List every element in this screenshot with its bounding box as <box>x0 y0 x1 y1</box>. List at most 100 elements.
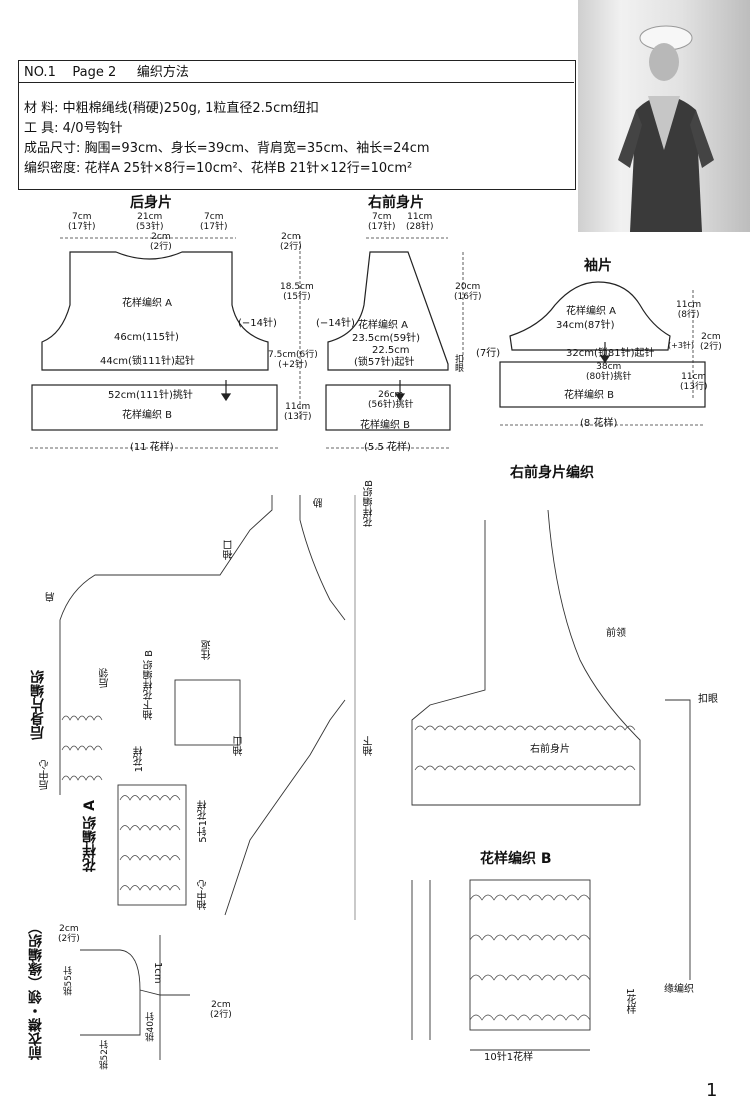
page-number: 1 <box>706 1080 718 1101</box>
front-width-23-5: 23.5cm(59针) <box>352 333 421 344</box>
material-row: 材 料: 中粗棉绳线(稍硬)250g, 1粒直径2.5cm纽扣 <box>24 100 319 118</box>
sleeve-11cm-b: 11cm(13行) <box>680 372 708 392</box>
tool-value: 4/0号钩针 <box>62 121 123 136</box>
size-value: 胸围=93cm、身长=39cm、背肩宽=35cm、袖长=24cm <box>84 141 430 156</box>
front-neck-label: 前领 <box>606 628 626 639</box>
back-width-46: 46cm(115针) <box>114 332 179 343</box>
back-bottom-band <box>31 384 278 431</box>
material-value: 中粗棉绳线(稍硬)250g, 1粒直径2.5cm纽扣 <box>62 101 319 116</box>
buttonhole-label: 扣眼 <box>698 694 718 705</box>
back-repeats: (11 花样) <box>130 442 174 453</box>
back-base-44: 44cm(锁111针)起针 <box>100 356 195 367</box>
one-pattern-label: 1花样 <box>134 746 145 773</box>
header-method: 编织方法 <box>136 65 189 80</box>
header-box <box>18 60 576 190</box>
back-pattern-a: 花样编织 A <box>122 298 173 309</box>
front-body-outline <box>327 251 449 371</box>
front-neck-dim: 11cm(28针) <box>406 212 434 232</box>
edging-label: 缘编织 <box>664 984 694 995</box>
five-stitch-label: 5针1花样 <box>198 800 209 843</box>
front-chart-outline <box>411 509 641 806</box>
center-minus14: (−14针) <box>316 318 355 329</box>
sleeve-11cm-a: 11cm(8行) <box>676 300 702 320</box>
front-buttonhole-label: 扣眼 <box>453 354 463 372</box>
front-bottom-band <box>325 384 451 431</box>
armhole-label: 袖口 <box>224 540 235 560</box>
back-base-52: 52cm(111针)挑针 <box>108 390 193 401</box>
back-neck-depth: 2cm(2行) <box>150 232 172 252</box>
front-width-26: 26cm(56针)挑针 <box>368 390 414 410</box>
center-11cm: 11cm(13行) <box>284 402 312 422</box>
placket-1cm: 1cm <box>152 962 163 984</box>
placket-pick-52: 挑52针 <box>100 1040 110 1070</box>
back-center-label: 后中心 <box>40 760 51 790</box>
sleeve-cap-label: 袖山 <box>234 736 245 756</box>
back-shoulder-dim: 7cm(17针) <box>68 212 96 232</box>
pattern-b-side-label: 花样编织B <box>364 480 375 527</box>
pattern-b-block <box>469 879 591 1031</box>
header-title-row: NO.1 Page 2 编织方法 <box>24 64 189 82</box>
density-value: 花样A 25针×8行=10cm²、花样B 21针×12行=10cm² <box>84 161 413 176</box>
front-width-22-5: 22.5cm <box>372 345 410 356</box>
placket-2cm-b: 2cm(2行) <box>210 1000 232 1020</box>
center-7-5cm: 7.5cm(6行)(+2针) <box>268 350 318 370</box>
back-shoulder-r-dim: 7cm(17针) <box>200 212 228 232</box>
front-base-57: (锁57针)起针 <box>354 357 415 368</box>
front-repeats: (5.5 花样) <box>364 442 411 453</box>
model-photo <box>578 0 750 232</box>
placket-pick-55: 挑55针 <box>64 966 74 996</box>
size-label: 成品尺寸: <box>24 141 81 156</box>
sleeve-center-label: 袖中心 <box>198 880 209 910</box>
front-7row: (7行) <box>476 348 501 359</box>
size-row: 成品尺寸: 胸围=93cm、身长=39cm、背肩宽=35cm、袖长=24cm <box>24 140 430 158</box>
sleeve-pattern-b: 花样编织 B <box>564 390 615 401</box>
back-title: 后身片 <box>130 195 172 211</box>
center-18-5cm: 18.5cm(15行) <box>280 282 314 302</box>
side-label: 胁 <box>314 498 325 508</box>
pattern-b-title: 花样编织 B <box>480 851 552 867</box>
density-label: 编织密度: <box>24 161 81 176</box>
front-20cm: 20cm(16行) <box>454 282 482 302</box>
sleeve-base-32: 32cm(锁81针)起针 <box>566 348 655 359</box>
back-neck-label: 后领 <box>100 668 111 688</box>
front-pattern-a: 花样编织 A <box>358 320 409 331</box>
back-chart-zigzag <box>59 495 346 795</box>
sleeve-plus3: (+3针) <box>668 341 695 350</box>
sleeve-bottom-label: 袖下 <box>364 736 375 756</box>
placket-pick-40: 挑40针 <box>146 1012 156 1042</box>
pattern-a-title: 花样编织 A <box>82 800 98 872</box>
back-body-outline <box>41 251 269 371</box>
back-neck-dim: 21cm(53针) <box>136 212 164 232</box>
sleeve-cap-outline <box>509 281 671 351</box>
front-chart-edge <box>665 699 691 980</box>
placket-title: 前衣襟・领（缘编织） <box>28 920 44 1060</box>
right-front-label: 右前身片 <box>530 744 570 755</box>
model-silhouette <box>618 25 714 232</box>
back-minus14: (−14针) <box>238 318 277 329</box>
sleeve-width-38: 38cm(80针)挑针 <box>586 362 632 382</box>
material-label: 材 料: <box>24 101 59 116</box>
sleeve-width-34: 34cm(87针) <box>556 320 615 331</box>
sleeve-chart-edge <box>224 699 346 916</box>
front-title: 右前身片 <box>368 195 424 211</box>
density-row: 编织密度: 花样A 25针×8行=10cm²、花样B 21针×12行=10cm² <box>24 160 412 178</box>
center-2cm: 2cm(2行) <box>280 232 302 252</box>
sleeve-repeats: (8 花样) <box>580 418 618 429</box>
header-page: Page 2 <box>72 65 117 80</box>
front-chart-title: 右前身片编织 <box>510 465 594 481</box>
back-pattern-b: 花样编织 B <box>122 410 173 421</box>
pattern-a-block <box>117 784 187 906</box>
back-forth-label: 往返 <box>202 640 213 660</box>
sleeve-2cm: 2cm(2行) <box>700 332 722 352</box>
header-divider <box>18 82 574 83</box>
tool-label: 工 具: <box>24 121 59 136</box>
one-pattern-v-label: 1花样 <box>624 988 635 1015</box>
placket-2cm: 2cm(2行) <box>58 924 80 944</box>
back-chart-title: 后身片编织 <box>30 670 46 740</box>
sleeve-pattern-a: 花样编织 A <box>566 306 617 317</box>
header-no: NO.1 <box>24 65 56 80</box>
tool-row: 工 具: 4/0号钩针 <box>24 120 123 138</box>
placket-shape <box>80 949 190 1036</box>
sleeve-underarm-label: 袖下花样编织 B <box>144 650 155 721</box>
